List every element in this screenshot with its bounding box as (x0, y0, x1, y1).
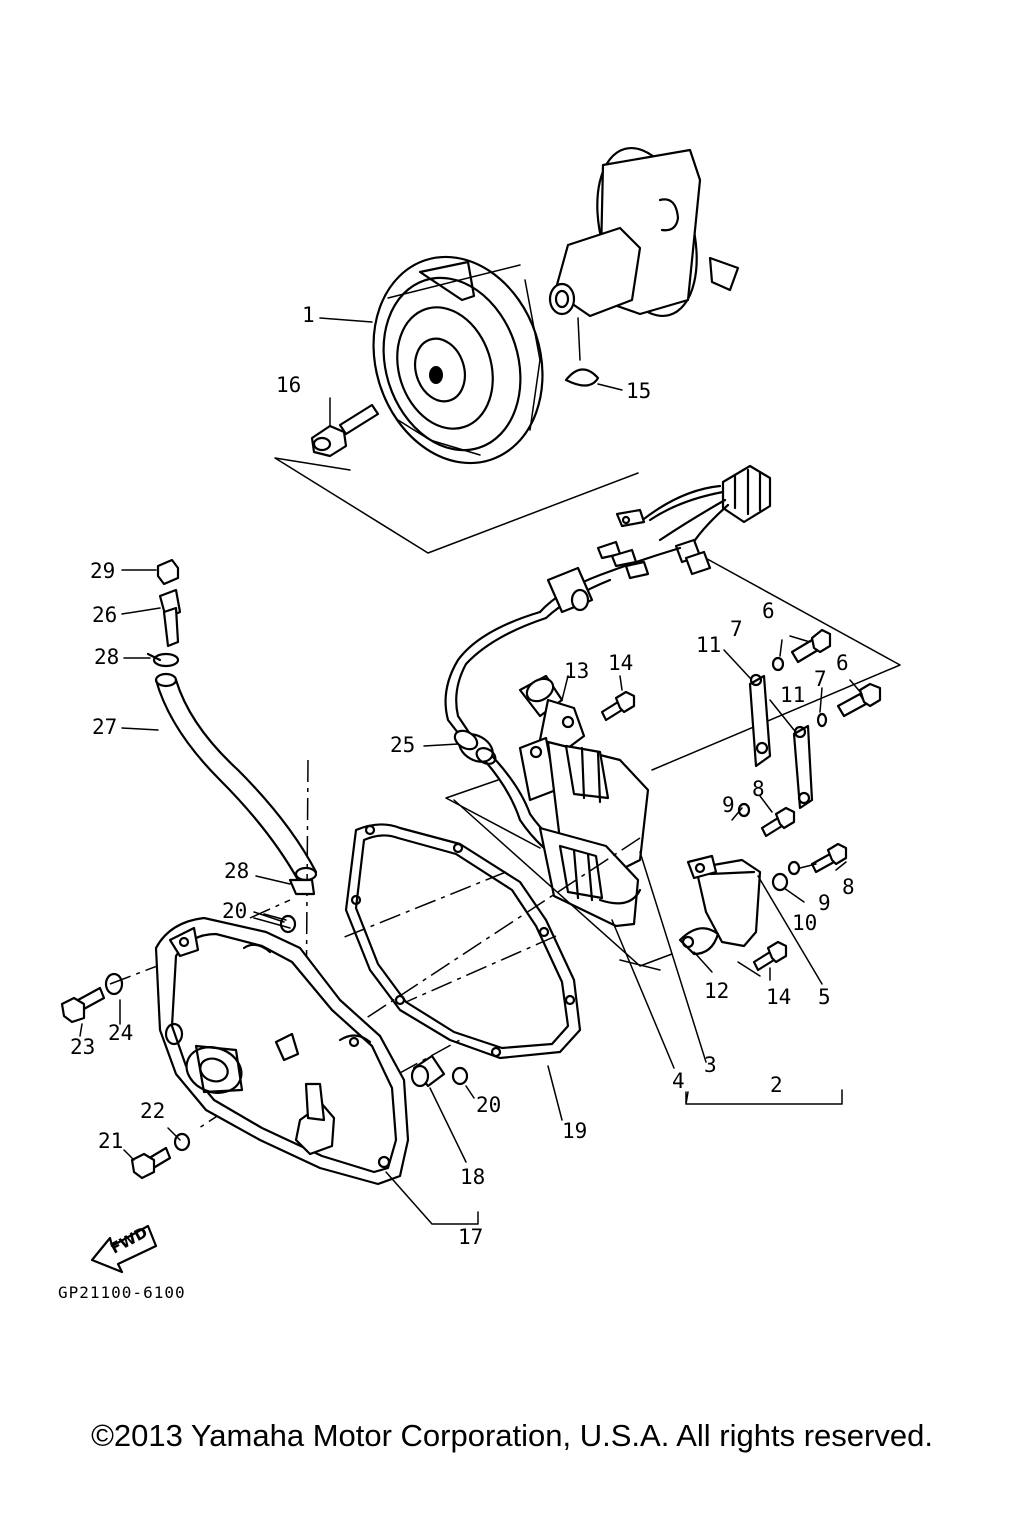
callout-19: 19 (562, 1119, 587, 1143)
bolt-23 (60, 986, 106, 1024)
callout-10: 10 (792, 911, 817, 935)
callout-25: 25 (390, 733, 415, 757)
bolt-8a (760, 806, 796, 838)
clamp (678, 927, 720, 956)
rotor-bolt (310, 403, 380, 458)
callout-5: 5 (818, 985, 831, 1009)
callout-8a: 8 (752, 777, 765, 801)
callout-4: 4 (672, 1069, 685, 1093)
callout-14a: 14 (608, 651, 633, 675)
callout-numbers: 1 2 3 4 5 6 6 7 7 8 8 9 9 10 11 11 12 13… (70, 303, 855, 1249)
shaft-assembly (548, 146, 740, 318)
bolt-8b (810, 842, 848, 874)
gasket (344, 823, 582, 1060)
callout-14b: 14 (766, 985, 791, 1009)
callout-18: 18 (460, 1165, 485, 1189)
bolt-6a (790, 628, 832, 664)
bolt-6b (836, 682, 882, 718)
leader-lines (79, 317, 863, 1225)
stator-coil-lower (538, 826, 642, 928)
callout-3: 3 (704, 1053, 717, 1077)
dowel-pin-lower (451, 1066, 469, 1086)
callout-22: 22 (140, 1099, 165, 1123)
crankcase-cover (154, 916, 410, 1186)
callout-11a: 11 (696, 633, 721, 657)
washers (737, 656, 828, 892)
callout-6a: 6 (762, 599, 775, 623)
fwd-arrow-icon: FWD (90, 1223, 158, 1274)
callout-11b: 11 (780, 683, 805, 707)
collar (410, 1054, 446, 1088)
callout-28b: 28 (224, 859, 249, 883)
diagram-code: GP21100-6100 (58, 1283, 186, 1302)
callout-28a: 28 (94, 645, 119, 669)
callout-20a: 20 (222, 899, 247, 923)
callout-7a: 7 (730, 617, 743, 641)
copyright-notice: ©2013 Yamaha Motor Corporation, U.S.A. A… (91, 1418, 933, 1453)
callout-16: 16 (276, 373, 301, 397)
flywheel-rotor (372, 255, 544, 465)
callout-9a: 9 (722, 793, 735, 817)
pickup-coil (518, 674, 586, 756)
callout-15: 15 (626, 379, 651, 403)
callout-6b: 6 (836, 651, 849, 675)
callout-7b: 7 (814, 667, 827, 691)
bolt-14b (752, 940, 788, 972)
washer-24 (104, 972, 124, 996)
callout-12: 12 (704, 979, 729, 1003)
sensor-unit (686, 854, 762, 948)
callout-17: 17 (458, 1225, 483, 1249)
callout-23: 23 (70, 1035, 95, 1059)
breather-hose (146, 558, 318, 896)
stay-plate-upper (748, 673, 772, 768)
callout-1: 1 (302, 303, 315, 327)
callout-8b: 8 (842, 875, 855, 899)
callout-13: 13 (564, 659, 589, 683)
bolt-14a (600, 690, 636, 722)
grommet (453, 729, 497, 765)
woodruff-key (564, 368, 600, 387)
washer-22 (173, 1132, 191, 1152)
bolt-21 (130, 1146, 172, 1180)
stay-plate-lower (792, 724, 814, 810)
callout-20b: 20 (476, 1093, 501, 1117)
callout-9b: 9 (818, 891, 831, 915)
callout-24: 24 (108, 1021, 133, 1045)
callout-2: 2 (770, 1073, 783, 1097)
callout-26: 26 (92, 603, 117, 627)
callout-21: 21 (98, 1129, 123, 1153)
callout-29: 29 (90, 559, 115, 583)
dowel-pin-upper (279, 914, 297, 934)
callout-27: 27 (92, 715, 117, 739)
